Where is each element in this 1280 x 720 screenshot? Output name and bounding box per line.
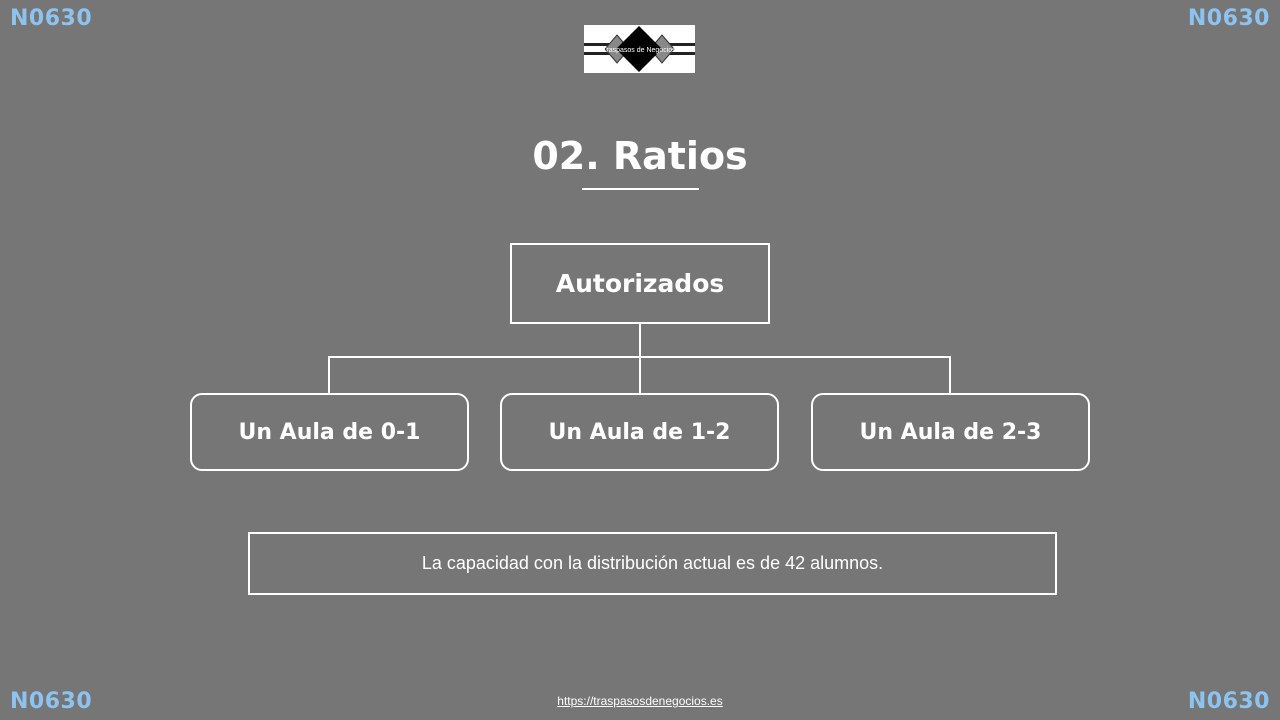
diagram-child-node: Un Aula de 1-2 [500, 393, 779, 471]
diagram-child-node: Un Aula de 2-3 [811, 393, 1090, 471]
logo-text: Traspasos de Negocios [602, 47, 676, 54]
corner-code-top-left: N0630 [10, 6, 93, 31]
child-node-label: Un Aula de 0-1 [238, 419, 421, 445]
company-logo: Traspasos de Negocios [584, 25, 695, 73]
logo-graphic: Traspasos de Negocios [584, 26, 695, 72]
child-node-label: Un Aula de 2-3 [859, 419, 1042, 445]
child-node-label: Un Aula de 1-2 [548, 419, 731, 445]
website-link[interactable]: https://traspasosdenegocios.es [557, 694, 723, 708]
corner-code-bottom-left: N0630 [10, 689, 93, 714]
title-underline [582, 188, 699, 190]
corner-code-bottom-right: N0630 [1187, 689, 1270, 714]
root-node-label: Autorizados [555, 269, 725, 298]
corner-code-top-right: N0630 [1187, 6, 1270, 31]
diagram-root-node: Autorizados [510, 243, 770, 324]
capacity-note: La capacidad con la distribución actual … [248, 532, 1057, 595]
diagram-child-node: Un Aula de 0-1 [190, 393, 469, 471]
page-title: 02. Ratios [532, 134, 748, 178]
capacity-note-text: La capacidad con la distribución actual … [421, 553, 884, 573]
